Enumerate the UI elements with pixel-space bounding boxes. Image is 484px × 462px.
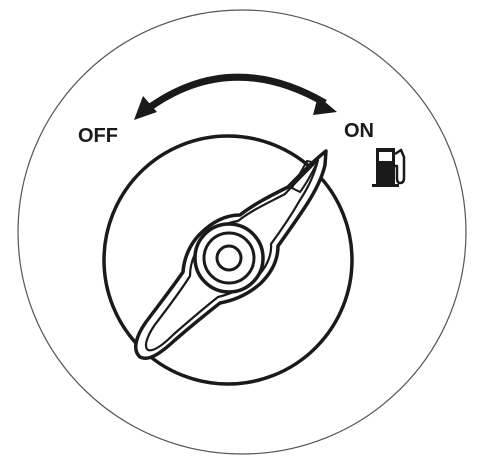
fuel-pump-icon — [372, 148, 406, 187]
off-label: OFF — [78, 125, 118, 147]
lever-hub-middle — [202, 231, 256, 285]
arrow-head-off — [134, 96, 157, 120]
on-label: ON — [344, 120, 374, 142]
rotation-arrow — [134, 73, 337, 120]
arrow-head-on — [313, 96, 337, 115]
lever-hub-center — [215, 244, 243, 272]
selector-lever[interactable] — [134, 149, 328, 360]
outer-ring — [17, 9, 467, 455]
